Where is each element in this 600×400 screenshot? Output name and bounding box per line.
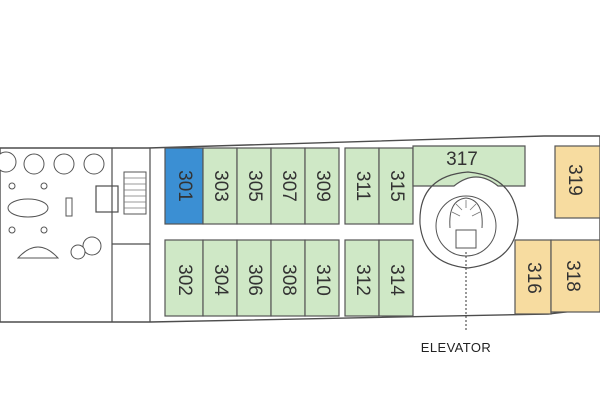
- side-table: [65, 197, 73, 217]
- spiral-steps: [451, 200, 481, 217]
- round-table: [83, 153, 105, 175]
- cabin-310-label: 310: [312, 264, 333, 296]
- atrium: [419, 171, 519, 332]
- round-table: [82, 236, 102, 256]
- cabin-318[interactable]: [550, 239, 600, 313]
- cabin-316-label: 316: [523, 262, 544, 294]
- pillar: [95, 185, 119, 213]
- dining-furniture: [0, 151, 105, 260]
- cabin-302-label: 302: [174, 264, 195, 296]
- atrium-wall: [419, 171, 519, 269]
- round-table: [23, 153, 45, 175]
- cabin-315-label: 315: [386, 170, 407, 202]
- cabin-317-label: 317: [446, 149, 478, 170]
- cabin-314-label: 314: [386, 264, 407, 296]
- cabin-317[interactable]: [412, 145, 526, 187]
- round-table: [53, 153, 75, 175]
- cabin-307[interactable]: [270, 147, 306, 225]
- staircase: [123, 171, 147, 215]
- lounge-area: [95, 148, 151, 322]
- oval-table: [7, 198, 49, 218]
- cabin-306-label: 306: [244, 264, 265, 296]
- cabin-308-label: 308: [278, 264, 299, 296]
- chair: [40, 226, 48, 234]
- cabin-319-label: 319: [564, 164, 585, 196]
- cabin-310[interactable]: [304, 239, 340, 317]
- cabin-308[interactable]: [270, 239, 306, 317]
- cabin-312-label: 312: [352, 264, 373, 296]
- chair: [70, 244, 86, 260]
- cabin-302[interactable]: [164, 239, 204, 317]
- chair: [8, 226, 16, 234]
- cabins-bottom-row: [164, 239, 600, 317]
- cabin-309[interactable]: [304, 147, 340, 225]
- round-table: [0, 151, 17, 173]
- cabin-319[interactable]: [554, 145, 600, 219]
- cabin-307-label: 307: [278, 170, 299, 202]
- cabin-312[interactable]: [344, 239, 380, 317]
- cabin-304[interactable]: [202, 239, 238, 317]
- stair-steps: [124, 177, 146, 209]
- cabin-314[interactable]: [378, 239, 414, 317]
- cabin-labels: 301 303 305 307 309 311 315 317 319 302 …: [174, 149, 585, 296]
- elevator-shaft: [455, 229, 477, 249]
- cabin-301-label: 301: [174, 170, 195, 202]
- cabin-311-label: 311: [352, 171, 373, 201]
- chair: [40, 182, 48, 190]
- cabin-305-label: 305: [244, 170, 265, 202]
- cabin-304-label: 304: [210, 264, 231, 296]
- elevator-label: ELEVATOR: [421, 340, 491, 355]
- cabin-303-label: 303: [210, 170, 231, 202]
- bar-counter: [16, 246, 60, 259]
- cabin-306[interactable]: [236, 239, 272, 317]
- cabin-315[interactable]: [378, 147, 414, 225]
- cabins-top-row: [164, 145, 600, 225]
- cabin-303[interactable]: [202, 147, 238, 225]
- chair: [8, 182, 16, 190]
- cabin-318-label: 318: [562, 260, 583, 292]
- cabin-309-label: 309: [312, 170, 333, 202]
